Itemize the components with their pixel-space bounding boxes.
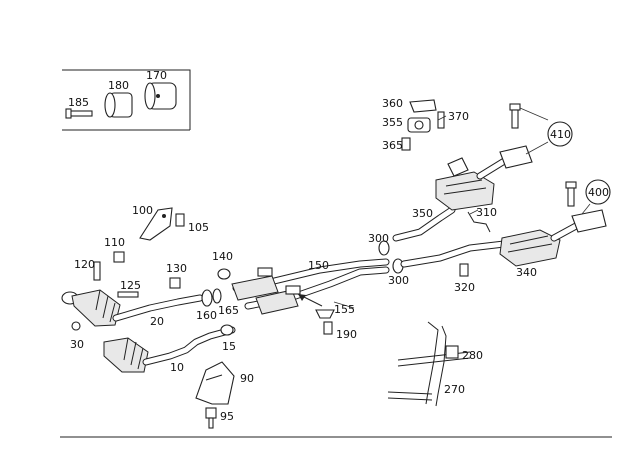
- part-185-bolt: [65, 108, 93, 119]
- leader-lines: [333, 115, 479, 309]
- label-270: 270: [444, 383, 465, 396]
- label-185: 185: [68, 96, 89, 109]
- part-170-cylinder: [144, 82, 177, 110]
- label-140: 140: [212, 250, 233, 263]
- part-410-bolt: [509, 103, 521, 129]
- part-110-nut: [113, 251, 125, 263]
- label-300-top: 300: [368, 232, 389, 245]
- label-370: 370: [448, 110, 469, 123]
- part-400-bolt: [565, 181, 577, 207]
- label-10: 10: [170, 361, 184, 374]
- label-100: 100: [132, 204, 153, 217]
- part-280-clip: [445, 345, 459, 359]
- label-350: 350: [412, 207, 433, 220]
- label-355: 355: [382, 116, 403, 129]
- part-410-callout: [519, 107, 573, 155]
- label-95: 95: [220, 410, 234, 423]
- part-370-bolt: [437, 111, 445, 129]
- part-180-cylinder: [104, 92, 133, 118]
- part-100-bracket: [139, 207, 173, 241]
- part-150-center-pipes: [231, 258, 390, 315]
- label-155: 155: [334, 303, 355, 316]
- label-360: 360: [382, 97, 403, 110]
- part-90-bracket: [195, 361, 235, 405]
- inset-box: [62, 69, 191, 131]
- part-355-mount: [407, 117, 431, 133]
- part-300-clamps: [378, 240, 404, 274]
- part-190-bolt: [315, 309, 335, 335]
- label-150: 150: [308, 259, 329, 272]
- part-350-muffler: [435, 157, 495, 211]
- part-130-bolt: [169, 277, 181, 289]
- label-90: 90: [240, 372, 254, 385]
- label-320: 320: [454, 281, 475, 294]
- part-350-pipe: [392, 206, 456, 242]
- label-180: 180: [108, 79, 129, 92]
- label-190: 190: [336, 328, 357, 341]
- label-410: 410: [550, 128, 571, 141]
- catalyst-lower: [103, 337, 149, 373]
- part-310-clip: [467, 211, 491, 233]
- label-110: 110: [104, 236, 125, 249]
- label-280: 280: [462, 349, 483, 362]
- label-30: 30: [70, 338, 84, 351]
- part-160-clamp: [201, 288, 222, 307]
- label-15: 15: [222, 340, 236, 353]
- part-140-nut: [217, 268, 231, 280]
- part-20-pipe: [112, 294, 204, 322]
- part-125-sensor: [117, 291, 139, 298]
- part-95-bolt: [205, 407, 217, 429]
- part-350-tailpipe: [476, 145, 533, 180]
- part-340-pipe: [400, 240, 508, 268]
- part-105-bolt: [175, 213, 185, 227]
- label-310: 310: [476, 206, 497, 219]
- part-340-muffler: [499, 229, 561, 267]
- part-155-arrow: [297, 293, 323, 307]
- part-340-tailpipe: [550, 209, 607, 242]
- label-120: 120: [74, 258, 95, 271]
- part-15-gasket: [220, 324, 234, 336]
- label-130: 130: [166, 262, 187, 275]
- part-365-bolt: [401, 137, 411, 151]
- label-165: 165: [218, 304, 239, 317]
- label-400: 400: [588, 186, 609, 199]
- label-170: 170: [146, 69, 167, 82]
- part-120-sensor: [93, 261, 101, 281]
- part-10-pipe: [142, 326, 236, 366]
- part-400-callout: [581, 179, 611, 215]
- label-365: 365: [382, 139, 403, 152]
- label-160: 160: [196, 309, 217, 322]
- part-320-bolt: [459, 263, 469, 277]
- label-125: 125: [120, 279, 141, 292]
- catalyst-upper: [71, 289, 121, 327]
- label-300-bottom: 300: [388, 274, 409, 287]
- label-20: 20: [150, 315, 164, 328]
- label-340: 340: [516, 266, 537, 279]
- label-105: 105: [188, 221, 209, 234]
- part-360-hanger: [409, 99, 437, 113]
